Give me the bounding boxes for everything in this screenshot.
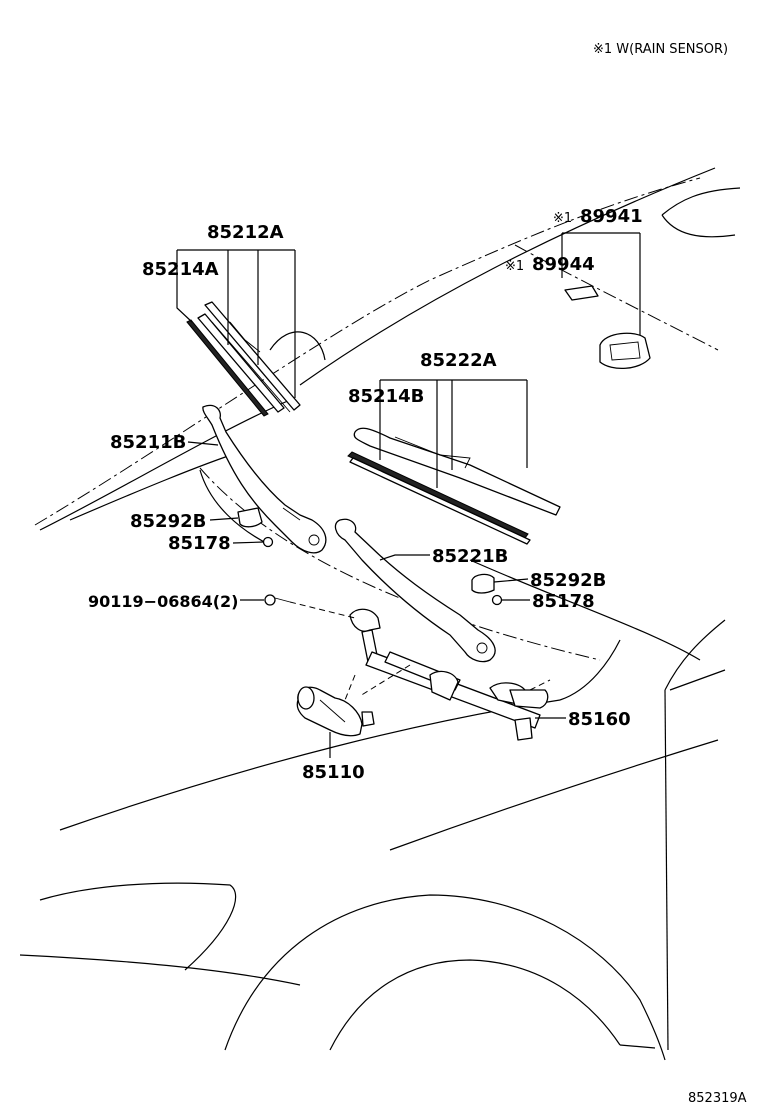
left-pivot-cap bbox=[237, 507, 263, 528]
label-85222A: 85222A bbox=[420, 350, 497, 371]
label-89941: 89941 bbox=[580, 206, 643, 227]
rain-sensor bbox=[599, 332, 651, 369]
label-85110: 85110 bbox=[302, 762, 365, 783]
label-85160: 85160 bbox=[568, 709, 631, 730]
label-85214B: 85214B bbox=[348, 386, 424, 407]
right-wiper-arm bbox=[334, 518, 496, 663]
label-85212A: 85212A bbox=[207, 222, 284, 243]
label-85214A: 85214A bbox=[142, 259, 219, 280]
label-85178-right: 85178 bbox=[532, 591, 595, 612]
label-85221B: 85221B bbox=[432, 546, 508, 567]
label-85211B: 85211B bbox=[110, 432, 186, 453]
label-85292B-right: 85292B bbox=[530, 570, 606, 591]
wiper-link-assembly bbox=[349, 608, 549, 741]
wiper-motor bbox=[296, 686, 375, 737]
rain-sensor-note: ※1 W(RAIN SENSOR) bbox=[593, 42, 728, 57]
vehicle-body-outline bbox=[19, 167, 741, 1061]
label-89941-mark: ※1 bbox=[553, 211, 572, 226]
left-wiper-blade bbox=[186, 301, 301, 417]
mounting-bolt bbox=[264, 594, 291, 606]
label-89944: 89944 bbox=[532, 254, 595, 275]
label-85178-left: 85178 bbox=[168, 533, 231, 554]
assembly-guide-lines bbox=[289, 601, 551, 701]
label-89944-mark: ※1 bbox=[505, 259, 524, 274]
right-wiper-blade bbox=[347, 427, 561, 545]
leader-lines bbox=[176, 232, 641, 758]
figure-reference: 852319A bbox=[688, 1091, 747, 1106]
label-85292B-left: 85292B bbox=[130, 511, 206, 532]
rain-sensor-cover bbox=[564, 285, 599, 301]
left-wiper-arm bbox=[202, 404, 327, 554]
left-nut bbox=[262, 536, 274, 548]
right-nut bbox=[491, 594, 503, 606]
label-90119-06864: 90119−06864(2) bbox=[88, 592, 239, 611]
right-pivot-cap bbox=[471, 573, 495, 594]
